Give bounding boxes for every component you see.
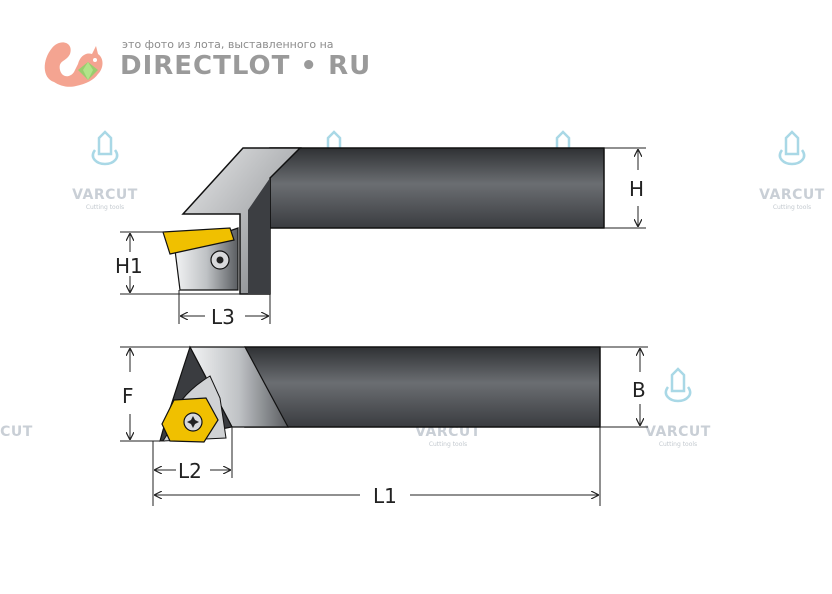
dim-label-b: B [632, 378, 646, 402]
directlot-watermark: это фото из лота, выставленного на DIREC… [40, 32, 370, 96]
threading-insert [162, 227, 235, 255]
dim-label-l3: L3 [211, 305, 235, 329]
shank-top [269, 147, 605, 229]
varcut-tagline-1: Cutting tools [86, 204, 124, 211]
torx-star-icon [187, 416, 199, 428]
varcut-brand-6: VARCUT [645, 424, 711, 440]
dim-label-l1: L1 [373, 484, 397, 508]
watermark-caption: это фото из лота, выставленного на [122, 38, 334, 51]
side-view: F B L2 L1 [120, 345, 648, 508]
screw-head-icon [216, 256, 224, 264]
varcut-mark-icon [778, 130, 806, 166]
varcut-logo-6: VARCUT Cutting tools [645, 367, 711, 448]
brand-dot: • [300, 51, 319, 81]
varcut-tagline-4: Cutting tools [773, 204, 811, 211]
dim-label-l2: L2 [178, 459, 202, 483]
varcut-brand-7: VARCUT [0, 424, 33, 440]
varcut-brand-4: VARCUT [759, 187, 825, 203]
varcut-tagline-5: Cutting tools [429, 441, 467, 448]
top-view: H H1 L3 [115, 147, 646, 329]
watermark-brand: DIRECTLOT • RU [120, 51, 371, 81]
squirrel-logo-icon [44, 42, 103, 87]
varcut-brand-1: VARCUT [72, 187, 138, 203]
brand-left: DIRECTLOT [120, 51, 291, 81]
dim-label-f: F [122, 384, 134, 408]
varcut-brand-5: VARCUT [415, 424, 481, 440]
brand-right: RU [328, 51, 372, 81]
varcut-logo-4: VARCUT Cutting tools [759, 130, 825, 211]
varcut-logo-1: VARCUT Cutting tools [72, 130, 138, 211]
dim-label-h1: H1 [115, 254, 143, 278]
varcut-mark-icon [664, 367, 692, 403]
varcut-logo-7: VARCUT [0, 424, 33, 440]
head-shadow [248, 178, 270, 294]
shank-side [244, 346, 601, 428]
dim-label-h: H [629, 177, 644, 201]
varcut-tagline-6: Cutting tools [659, 441, 697, 448]
varcut-mark-icon [91, 130, 119, 166]
